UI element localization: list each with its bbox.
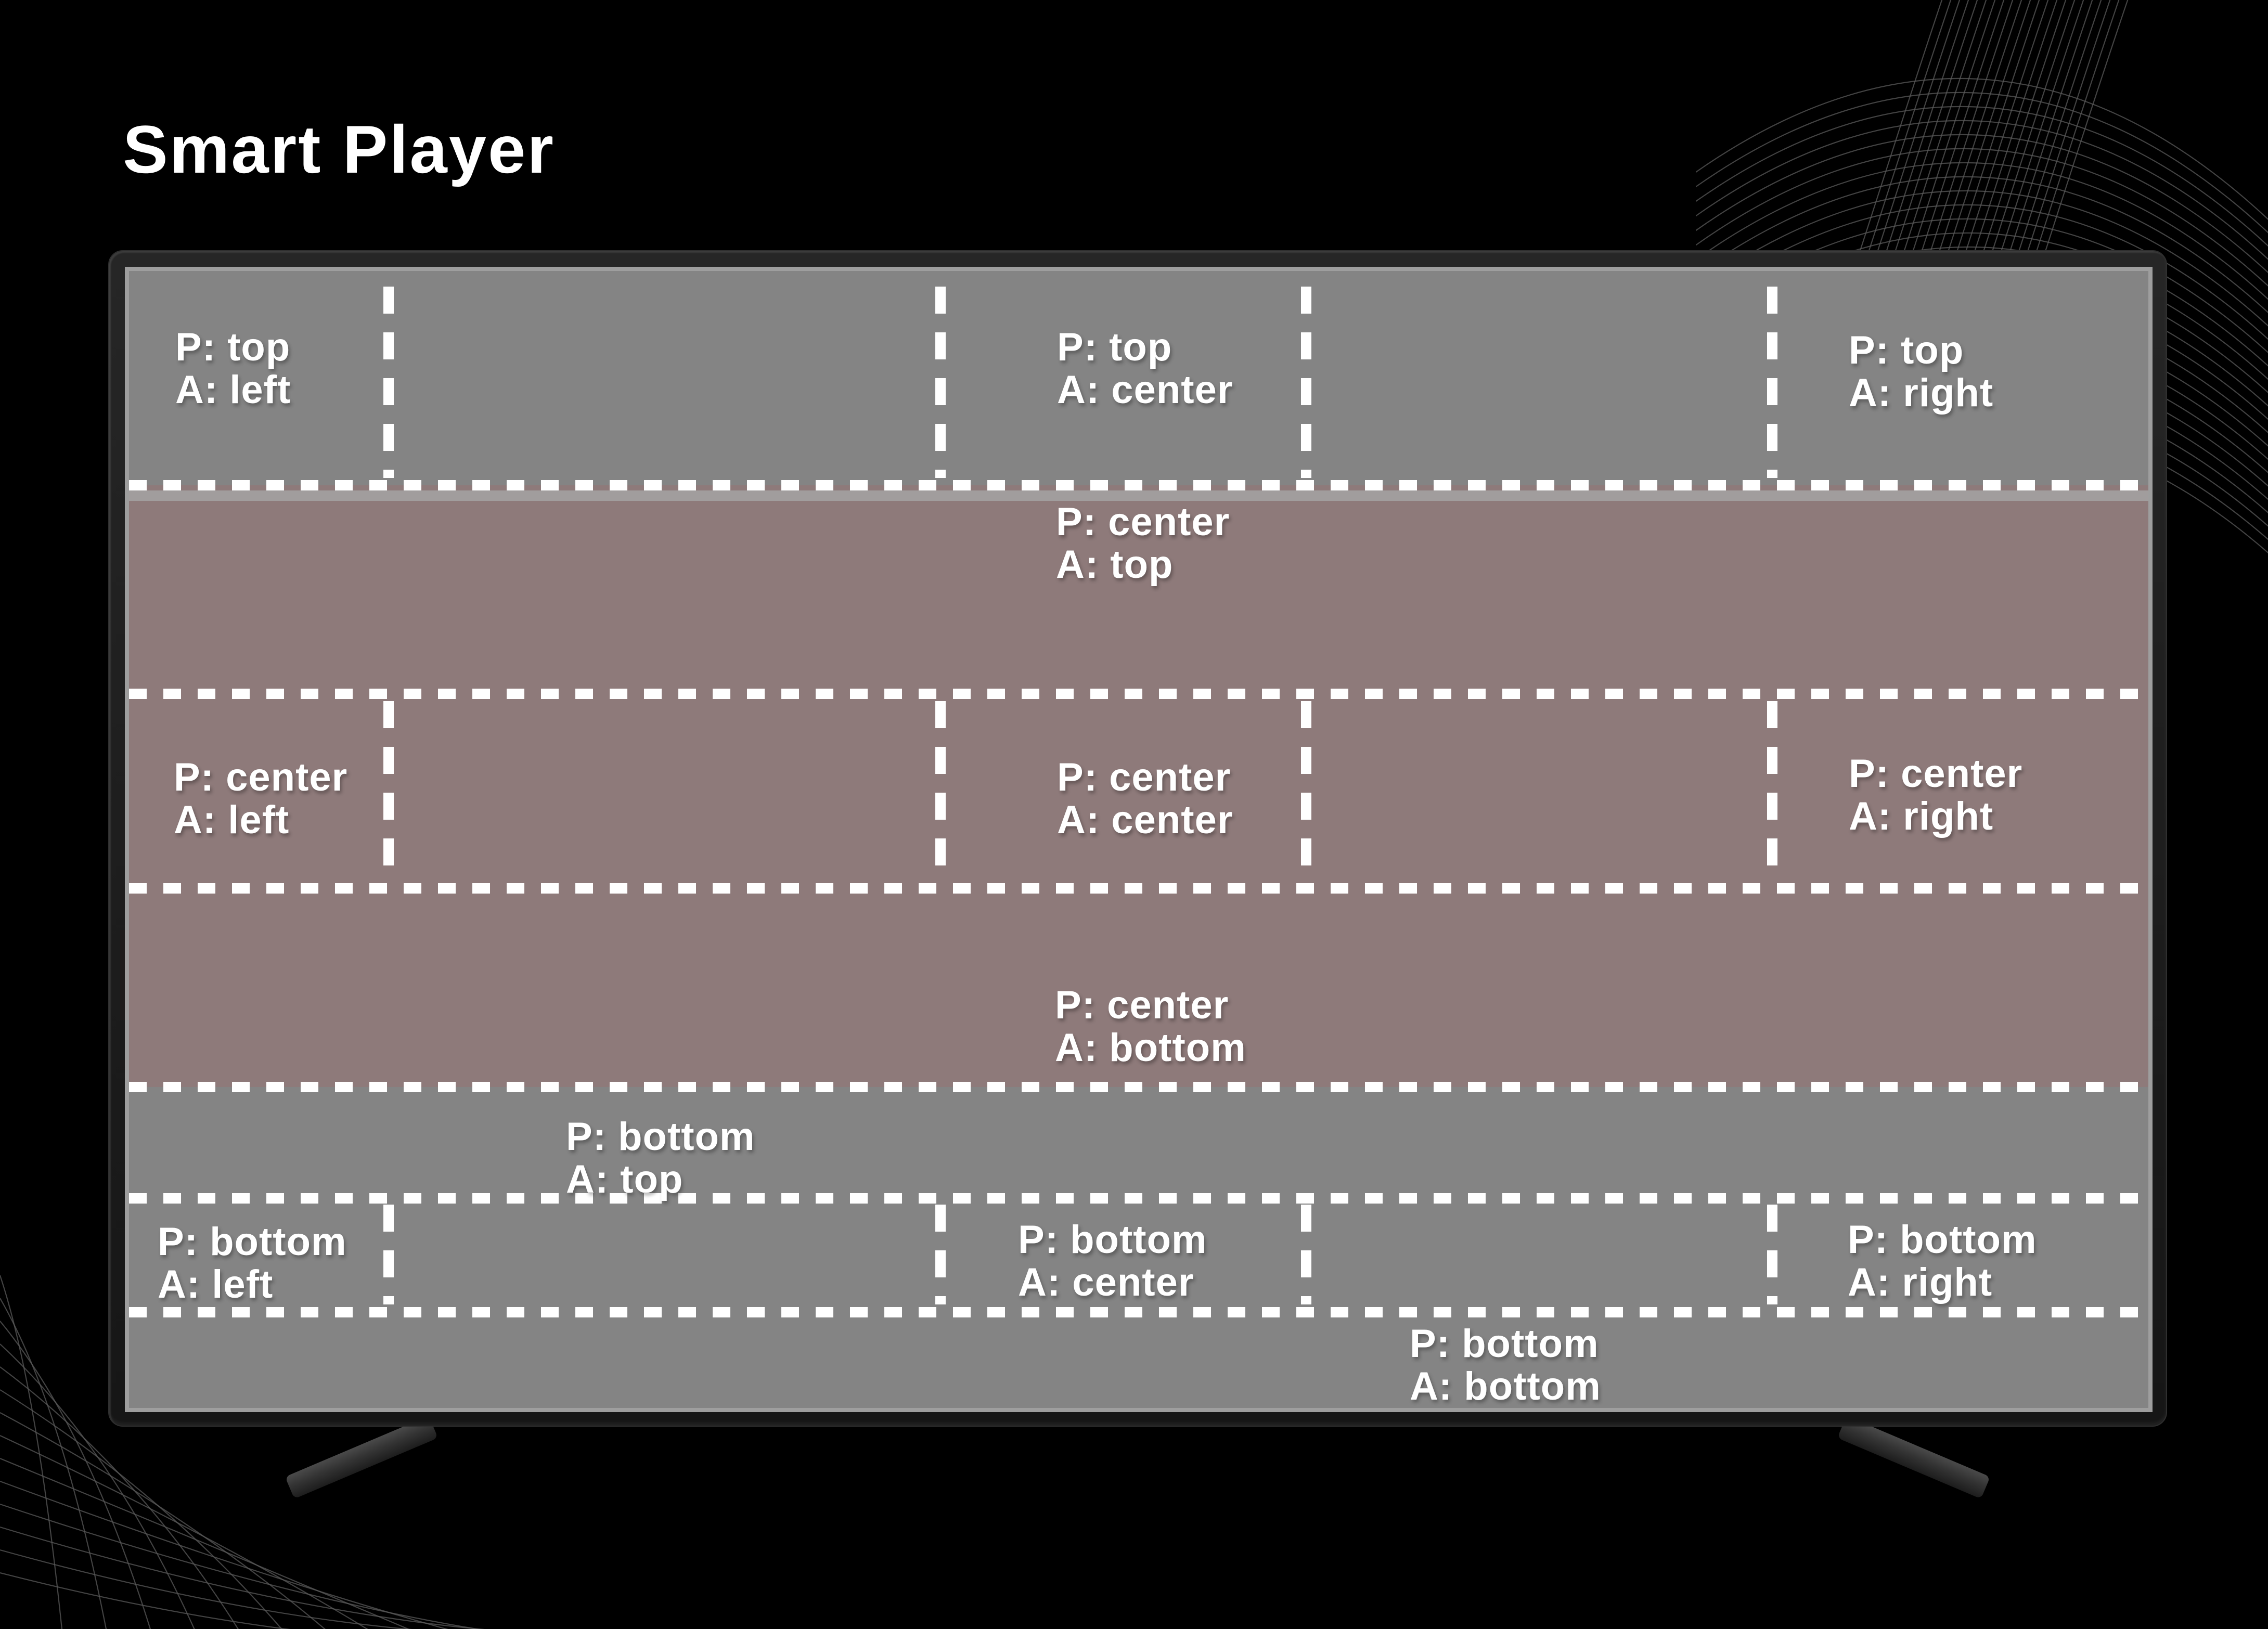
dashed-divider-vertical [935,1205,946,1304]
dashed-divider-horizontal [129,480,2148,490]
band-top-highlight [129,490,2148,501]
dashed-divider-vertical [1301,701,1311,881]
dashed-divider-vertical [1767,1205,1777,1304]
tv-stand-left-leg [285,1416,439,1499]
dashed-divider-vertical [935,287,946,478]
dashed-divider-horizontal [129,689,2148,699]
dashed-divider-vertical [935,701,946,881]
page-title: Smart Player [123,111,555,187]
dashed-divider-horizontal [129,1082,2148,1092]
dashed-divider-horizontal [129,883,2148,894]
dashed-divider-vertical [383,287,394,478]
tv-stand-right-leg [1837,1416,1991,1499]
dashed-divider-vertical [383,701,394,881]
dashed-divider-vertical [1301,287,1311,478]
dashed-divider-vertical [1767,287,1777,478]
dashed-divider-horizontal [129,1307,2148,1317]
dashed-divider-vertical [383,1205,394,1304]
dashed-divider-vertical [1301,1205,1311,1304]
dashed-divider-horizontal [129,1193,2148,1204]
dashed-divider-vertical [1767,701,1777,881]
